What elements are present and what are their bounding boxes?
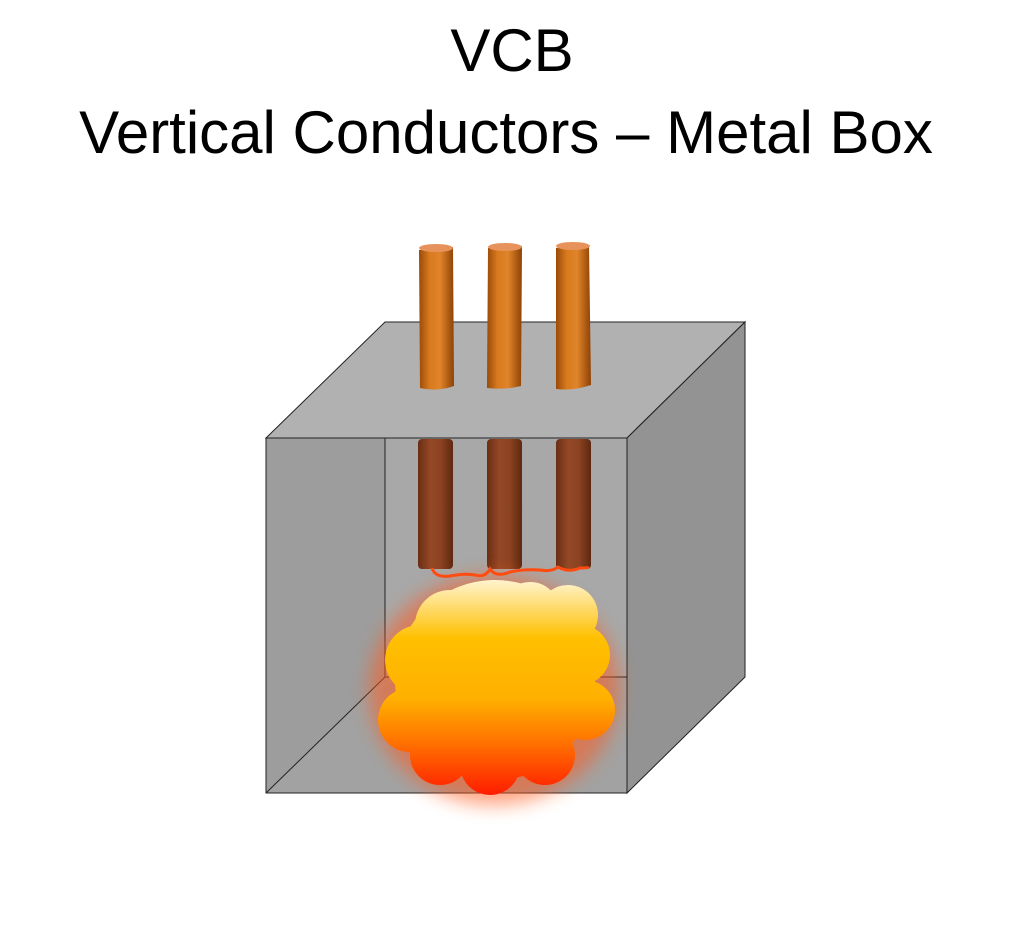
box-left-wall: [266, 438, 385, 793]
conductor-c: [556, 242, 591, 390]
conductor-a: [419, 244, 454, 390]
diagram-title: VCB: [450, 17, 574, 84]
conductor-c-inside: [556, 439, 591, 569]
conductor-a-inside: [418, 439, 453, 569]
conductors-outside: [419, 242, 591, 390]
conductor-b: [487, 243, 522, 389]
conductors-inside: [418, 439, 591, 569]
conductor-b-inside: [487, 439, 522, 569]
diagram-subtitle: Vertical Conductors – Metal Box: [79, 99, 933, 166]
arc-fireball: [369, 575, 619, 805]
arc-flash-line: [430, 565, 591, 578]
